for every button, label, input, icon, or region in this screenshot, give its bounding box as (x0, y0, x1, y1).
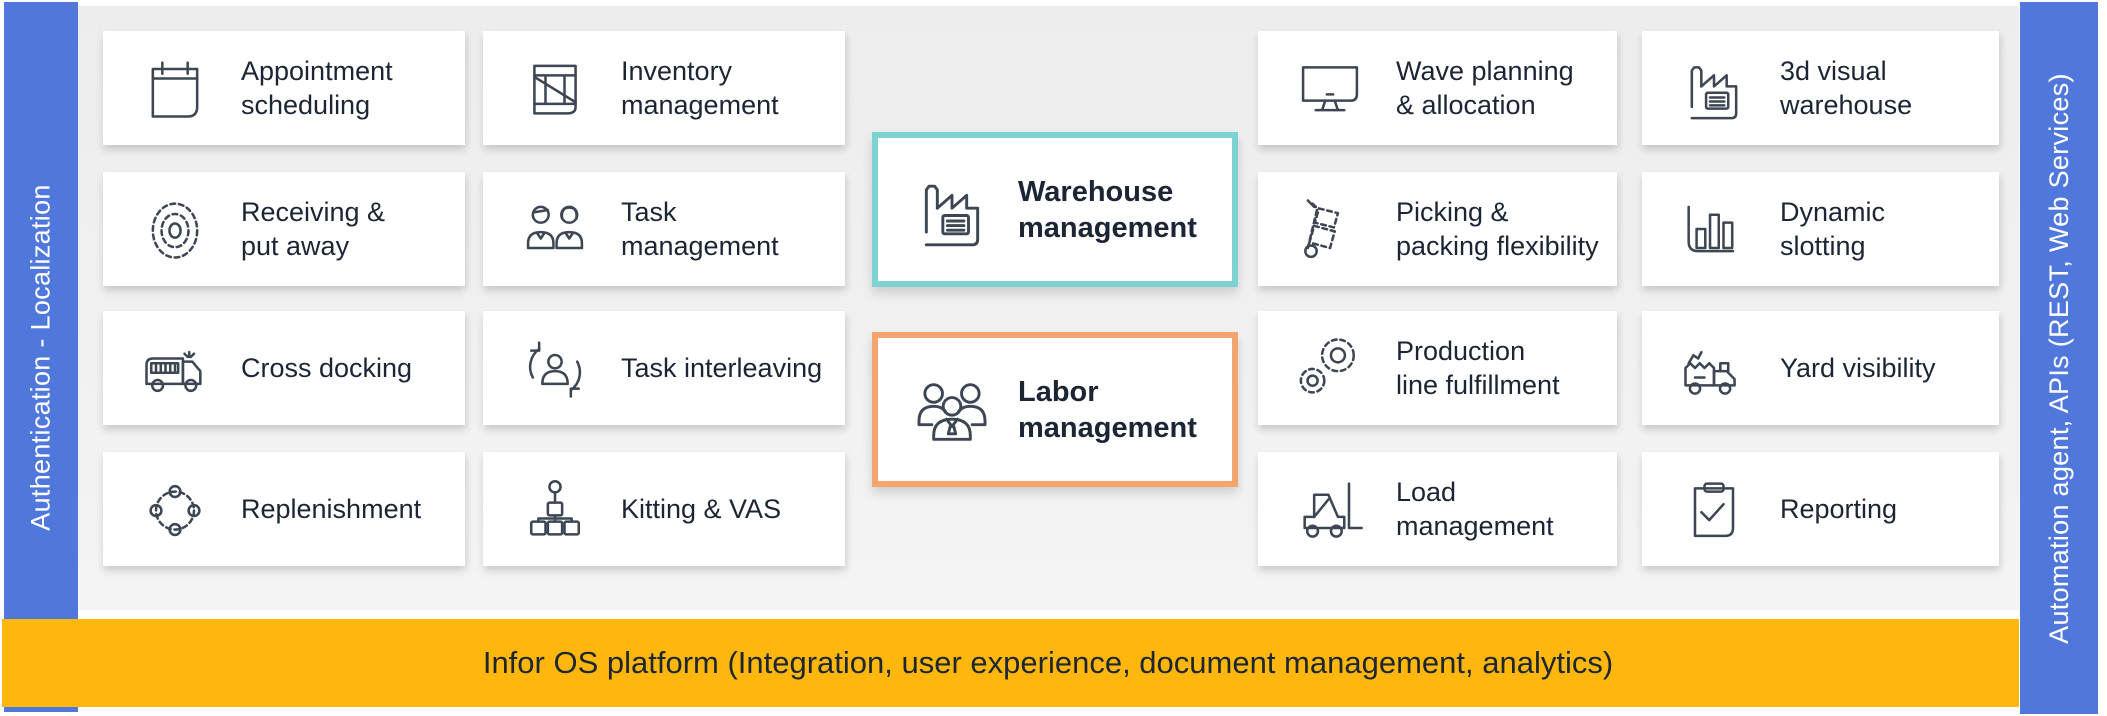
cycle-person-icon (513, 330, 597, 406)
truck-icon (133, 330, 217, 406)
card-label: Production (1396, 336, 1526, 366)
card-label: Dynamic (1780, 197, 1886, 227)
infor-os-platform-bar: Infor OS platform (Integration, user exp… (2, 619, 2019, 707)
card-label: Inventory (621, 56, 733, 86)
monitor-icon (1288, 50, 1372, 126)
card-label: packing flexibility (1396, 231, 1599, 261)
card-label: Yard visibility (1780, 353, 1936, 383)
card-task-interleaving: Task interleaving (483, 311, 845, 425)
left-bar-label: Authentication - Localization (25, 183, 56, 531)
card-label: line fulfillment (1396, 370, 1560, 400)
card-yard-visibility: Yard visibility (1642, 311, 1999, 425)
card-label: Cross docking (241, 353, 413, 383)
card-cross-docking: Cross docking (103, 311, 465, 425)
gears-icon (1288, 330, 1372, 406)
card-label: Wave planning (1396, 56, 1574, 86)
calendar-icon (133, 50, 217, 126)
card-label: & allocation (1396, 90, 1536, 120)
barchart-icon (1672, 191, 1756, 267)
crate-icon (513, 50, 597, 126)
people-pair-icon (513, 191, 597, 267)
card-label: Appointment (241, 56, 393, 86)
card-production-line-fulfillment: Production line fulfillment (1258, 311, 1617, 425)
card-3d-visual-warehouse: 3d visual warehouse (1642, 31, 1999, 145)
card-label: Picking & (1396, 197, 1509, 227)
card-label: Replenishment (241, 494, 422, 524)
platform-bar-label: Infor OS platform (Integration, user exp… (482, 645, 1614, 680)
clipboard-check-icon (1672, 471, 1756, 547)
target-icon (133, 191, 217, 267)
card-label: put away (241, 231, 350, 261)
handtruck-icon (1288, 191, 1372, 267)
card-label: Reporting (1780, 494, 1898, 524)
card-label: management (1396, 511, 1554, 541)
card-receiving-put-away: Receiving & put away (103, 172, 465, 286)
box-label: management (1018, 411, 1197, 444)
automation-apis-bar: Automation agent, APIs (REST, Web Servic… (2020, 2, 2098, 714)
box-label: Labor (1018, 375, 1099, 408)
card-kitting-vas: Kitting & VAS (483, 452, 845, 566)
loaded-truck-icon (1672, 330, 1756, 406)
card-replenishment: Replenishment (103, 452, 465, 566)
people-group-icon (904, 366, 1000, 454)
card-reporting: Reporting (1642, 452, 1999, 566)
card-inventory-management: Inventory management (483, 31, 845, 145)
authentication-localization-bar: Authentication - Localization (4, 2, 78, 712)
card-label: warehouse (1780, 90, 1913, 120)
right-bar-label: Automation agent, APIs (REST, Web Servic… (2043, 72, 2074, 644)
card-label: scheduling (241, 90, 371, 120)
cycle-dots-icon (133, 471, 217, 547)
card-label: Receiving & (241, 197, 386, 227)
card-label: Task (621, 197, 677, 227)
card-label: slotting (1780, 231, 1866, 261)
hierarchy-icon (513, 471, 597, 547)
card-dynamic-slotting: Dynamic slotting (1642, 172, 1999, 286)
card-label: 3d visual (1780, 56, 1887, 86)
box-label: management (1018, 211, 1197, 244)
card-appointment-scheduling: Appointment scheduling (103, 31, 465, 145)
card-label: Load (1396, 477, 1457, 507)
card-picking-packing-flexibility: Picking & packing flexibility (1258, 172, 1617, 286)
card-label: Kitting & VAS (621, 494, 782, 524)
box-label: Warehouse (1018, 175, 1174, 208)
card-label: management (621, 231, 779, 261)
factory-icon (1672, 50, 1756, 126)
card-load-management: Load management (1258, 452, 1617, 566)
card-label: Task interleaving (621, 353, 823, 383)
card-wave-planning-allocation: Wave planning & allocation (1258, 31, 1617, 145)
factory-icon (904, 166, 1000, 254)
card-task-management: Task management (483, 172, 845, 286)
forklift-icon (1288, 471, 1372, 547)
card-label: management (621, 90, 779, 120)
